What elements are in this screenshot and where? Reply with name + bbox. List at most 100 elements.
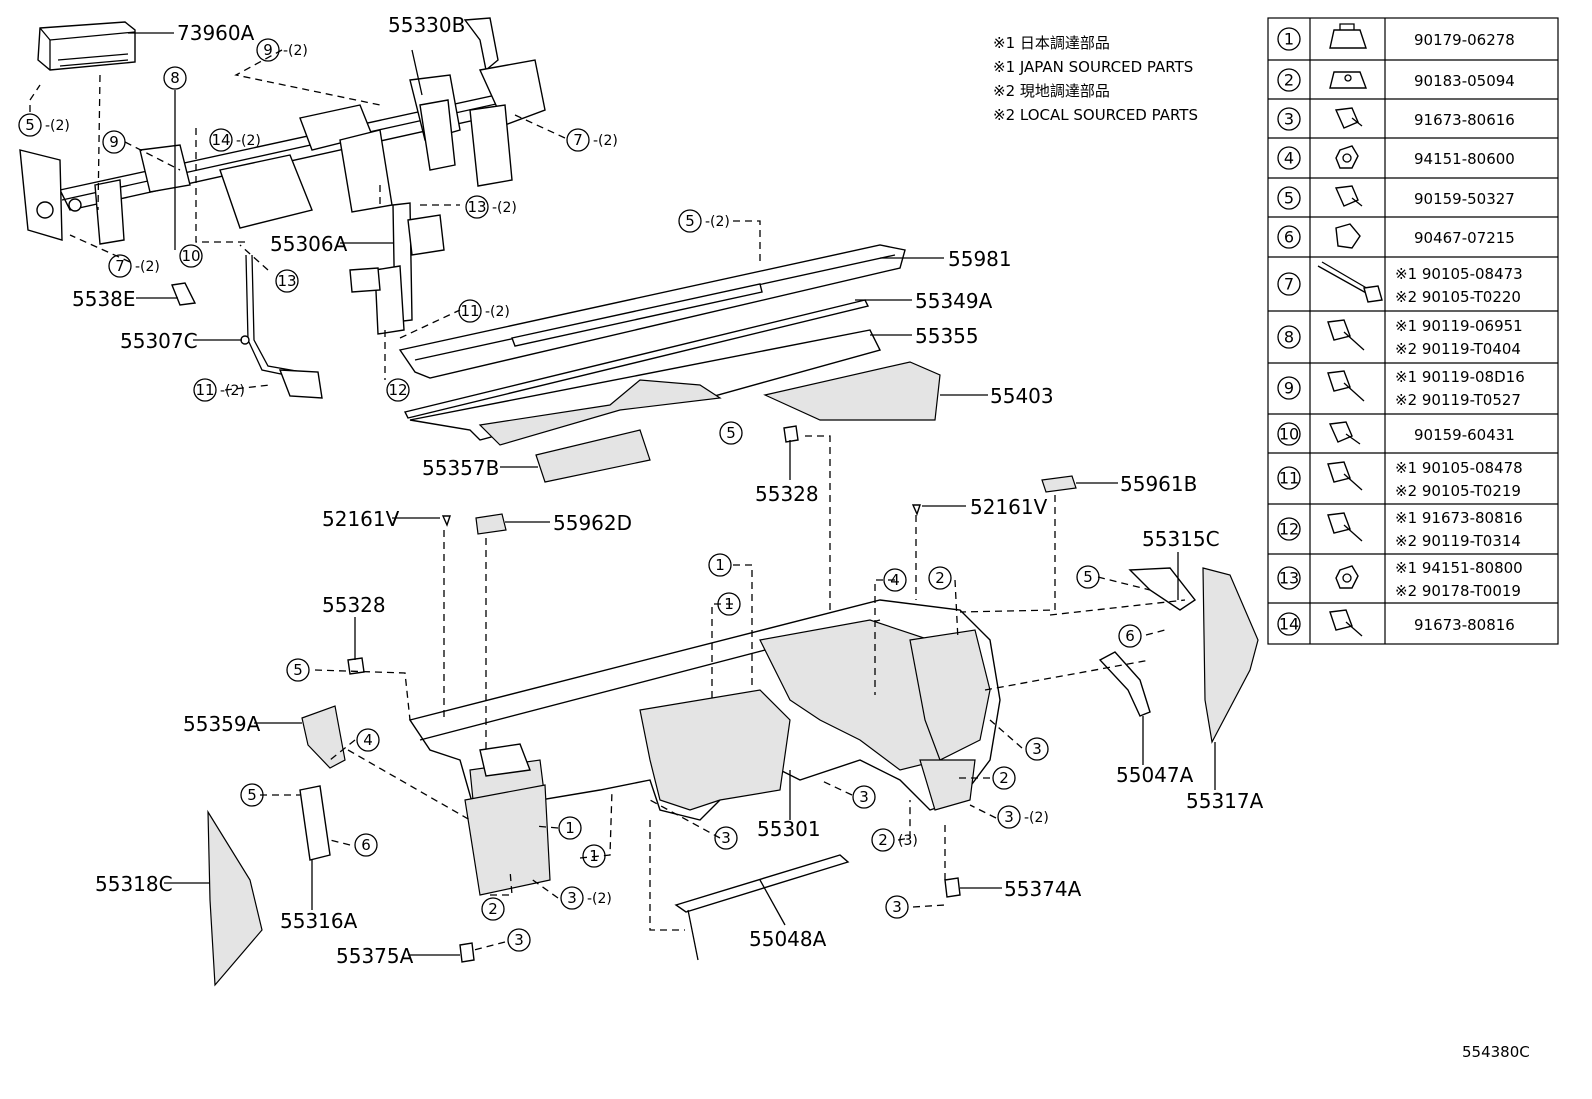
svg-text:3: 3 — [859, 788, 869, 806]
label-52161V-left: 52161V — [322, 507, 400, 531]
table-row: 10 90159-60431 — [1277, 421, 1515, 446]
callout-2: 2 — [481, 897, 505, 921]
label-52161V-right: 52161V — [970, 495, 1048, 519]
callout-2: 2 — [992, 766, 1016, 790]
table-row: 6 90467-07215 — [1277, 223, 1515, 249]
note-line-1: ※1 日本調達部品 — [993, 34, 1110, 52]
row-number: 7 — [1284, 275, 1294, 294]
table-row: 13 ※1 94151-80800 ※2 90178-T0019 — [1277, 559, 1523, 600]
table-row: 7 ※1 90105-08473 ※2 90105-T0220 — [1277, 261, 1523, 306]
airbag-module-drawing — [37, 21, 136, 71]
callout-3: 3 — [997, 805, 1021, 829]
callout-10: 10 — [179, 244, 203, 268]
svg-text:5: 5 — [1083, 568, 1093, 586]
callout-2: 2 — [928, 566, 952, 590]
callout-13: 13 — [465, 195, 489, 219]
callout-5: 5 — [240, 783, 264, 807]
table-row: 4 94151-80600 — [1277, 145, 1515, 170]
svg-text:2: 2 — [999, 769, 1009, 787]
callout-13: 13 — [275, 269, 299, 293]
diagram-code: 554380C — [1462, 1043, 1530, 1061]
row-number: 12 — [1279, 520, 1299, 539]
row-part-number: ※1 90119-08D16 — [1395, 368, 1525, 386]
callout-3: 3 — [714, 826, 738, 850]
label-55307C: 55307C — [120, 329, 198, 353]
svg-text:8: 8 — [170, 69, 180, 87]
callout-4: 4 — [883, 568, 907, 592]
svg-text:7: 7 — [573, 131, 583, 149]
bolt-icon — [1327, 512, 1363, 542]
callout-3: 3 — [507, 928, 531, 952]
label-55359A: 55359A — [183, 712, 261, 736]
callout-1: 1 — [582, 844, 606, 868]
part-number-labels: 73960A 55330B 55306A 5538E 55307C 55981 … — [72, 13, 1264, 968]
label-73960A: 73960A — [177, 21, 255, 45]
callout-1: 1 — [558, 816, 582, 840]
leader-lines — [128, 32, 1216, 956]
callout-7: 7 — [108, 254, 132, 278]
row-part-number: ※2 90119-T0404 — [1395, 340, 1521, 358]
bolt-icon — [1327, 370, 1365, 402]
table-row: 3 91673-80616 — [1277, 107, 1515, 131]
table-row: 12 ※1 91673-80816 ※2 90119-T0314 — [1277, 509, 1523, 550]
label-55301: 55301 — [757, 817, 821, 841]
qty-7: -(2) — [135, 259, 160, 275]
svg-text:7: 7 — [115, 257, 125, 275]
row-number: 6 — [1284, 228, 1294, 247]
label-55315C: 55315C — [1142, 527, 1220, 551]
row-part-number: ※1 90105-08473 — [1395, 265, 1523, 283]
clip-drawings — [347, 425, 1077, 963]
row-number: 4 — [1284, 149, 1294, 168]
svg-text:12: 12 — [388, 381, 407, 399]
label-55962D: 55962D — [553, 511, 632, 535]
row-part-number: 90467-07215 — [1414, 229, 1515, 247]
row-part-number: ※1 90105-08478 — [1395, 459, 1523, 477]
svg-text:6: 6 — [1125, 627, 1135, 645]
table-row: 14 91673-80816 — [1277, 609, 1515, 637]
label-55306A: 55306A — [270, 232, 348, 256]
callout-11: 11 — [458, 299, 482, 323]
label-55357B: 55357B — [422, 456, 499, 480]
row-part-number: ※1 91673-80816 — [1395, 509, 1523, 527]
note-line-3: ※2 現地調達部品 — [993, 82, 1110, 100]
screw-icon — [1334, 185, 1363, 207]
row-part-number: ※1 94151-80800 — [1395, 559, 1523, 577]
row-part-number: 91673-80816 — [1414, 616, 1515, 634]
panel-55403-drawing — [763, 361, 941, 421]
callout-6: 6 — [354, 833, 378, 857]
svg-text:2: 2 — [878, 831, 888, 849]
svg-text:3: 3 — [721, 829, 731, 847]
label-55961B: 55961B — [1120, 472, 1197, 496]
row-number: 5 — [1284, 189, 1294, 208]
label-55330B: 55330B — [388, 13, 465, 37]
qty-3: -(2) — [1024, 810, 1049, 826]
qty-11: -(2) — [220, 383, 245, 399]
svg-text:1: 1 — [589, 847, 599, 865]
row-part-number: 90159-50327 — [1414, 190, 1515, 208]
row-part-number: ※2 90119-T0314 — [1395, 532, 1521, 550]
nut-icon — [1335, 565, 1359, 589]
table-row: 2 90183-05094 — [1277, 68, 1515, 92]
label-55355: 55355 — [915, 324, 979, 348]
callout-3: 3 — [1025, 737, 1049, 761]
row-part-number: 90159-60431 — [1414, 426, 1515, 444]
callout-1: 1 — [717, 592, 741, 616]
callout-9: 9 — [102, 130, 126, 154]
svg-text:3: 3 — [514, 931, 524, 949]
label-55317A: 55317A — [1186, 789, 1264, 813]
instrument-panel-drawing — [408, 599, 1001, 896]
label-55981: 55981 — [948, 247, 1012, 271]
dashed-leader-lines — [29, 49, 1186, 951]
qty-5: -(2) — [45, 118, 70, 134]
svg-text:5: 5 — [25, 116, 35, 134]
label-55328-top: 55328 — [755, 482, 819, 506]
row-part-number: 94151-80600 — [1414, 150, 1515, 168]
svg-text:11: 11 — [460, 302, 479, 320]
callout-1: 1 — [708, 553, 732, 577]
callout-4: 4 — [356, 728, 380, 752]
row-number: 10 — [1279, 425, 1299, 444]
qty-14: -(2) — [236, 133, 261, 149]
long-bolt-icon — [1317, 261, 1383, 303]
svg-text:3: 3 — [567, 889, 577, 907]
